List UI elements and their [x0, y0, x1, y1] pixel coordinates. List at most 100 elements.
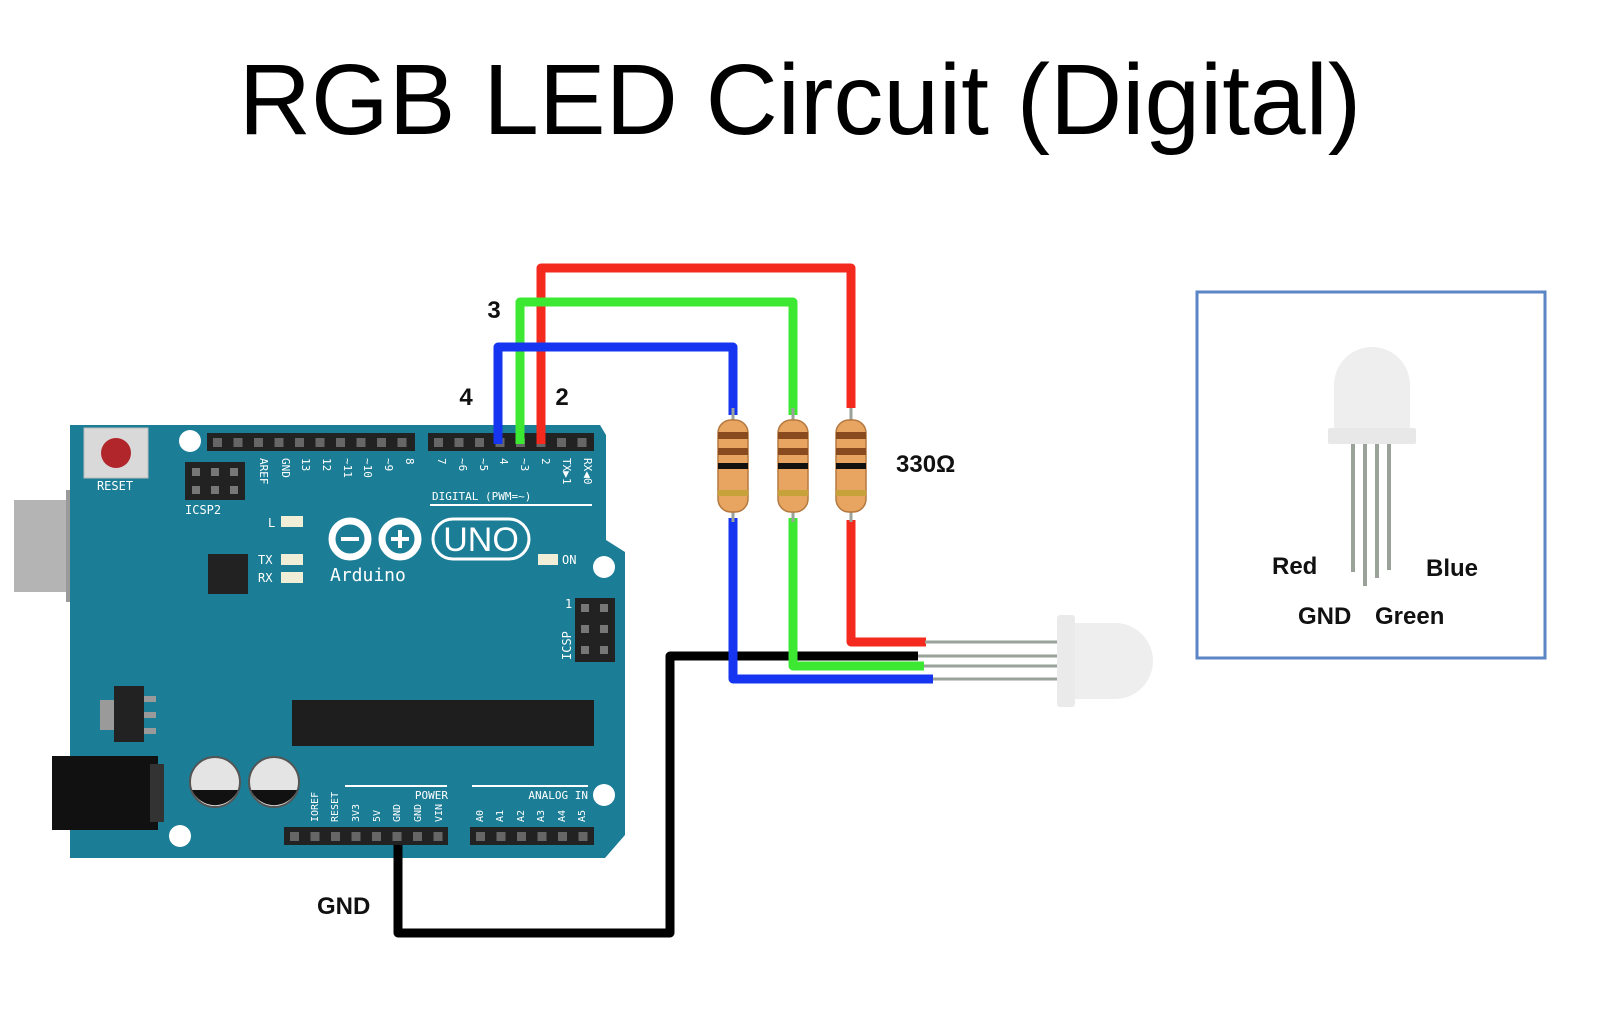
header-pin-hole: [331, 832, 340, 841]
analog-header-label: ANALOG IN: [528, 789, 588, 802]
on-label: ON: [562, 553, 576, 567]
header-pin-hole: [433, 832, 443, 841]
legend-red-label: Red: [1272, 553, 1317, 580]
power-pin-label: 3V3: [351, 804, 362, 822]
resistor-330-ohm: [777, 408, 809, 522]
header-pin-hole: [254, 438, 263, 447]
power-pin-label: GND: [413, 804, 424, 822]
icsp-pin1-label: 1: [565, 597, 572, 611]
analog-pin-label: A5: [577, 810, 588, 822]
header-pin-hole: [434, 438, 443, 447]
header-pin-hole: [413, 832, 422, 841]
power-pin-label: RESET: [330, 792, 341, 822]
analog-pin-label: A3: [536, 810, 547, 822]
rx-label: RX: [258, 571, 273, 585]
digital-header-label: DIGITAL (PWM=~): [432, 490, 531, 503]
header-pin-hole: [295, 438, 304, 447]
header-pin-hole: [290, 832, 299, 841]
legend-green-label: Green: [1375, 603, 1444, 630]
header-pin-hole: [517, 832, 526, 841]
pin-2-label: 2: [555, 384, 568, 411]
header-pin-hole: [558, 832, 567, 841]
header-pin-hole: [475, 438, 484, 447]
top-pin-label: ~5: [477, 458, 490, 471]
top-pin-label: 8: [403, 458, 416, 465]
mounting-hole: [593, 556, 615, 578]
header-pin-hole: [233, 438, 243, 447]
icsp-header: [575, 598, 615, 662]
green-wire-to-led: [788, 518, 924, 671]
header-pin-hole: [397, 438, 407, 447]
power-pin-label: VIN: [434, 804, 445, 822]
header-pin-hole: [372, 832, 381, 841]
voltage-regulator: [100, 686, 156, 742]
header-pin-hole: [377, 438, 386, 447]
top-pin-label: ~6: [456, 458, 469, 471]
header-pin-hole: [557, 438, 566, 447]
green-wire: [515, 297, 798, 444]
power-jack: [52, 756, 164, 830]
resistor-330-ohm: [717, 408, 749, 522]
top-pin-label: ~9: [382, 458, 395, 471]
icsp-label: ICSP: [560, 631, 574, 660]
reset-label: RESET: [97, 479, 133, 493]
gnd-wire-label: GND: [317, 893, 370, 920]
top-pin-label: 2: [539, 458, 552, 465]
top-pin-label: RX◀0: [581, 458, 594, 485]
blue-wire: [493, 342, 738, 444]
microcontroller-chip: [292, 700, 594, 746]
red-wire: [536, 263, 856, 444]
legend-blue-label: Blue: [1426, 555, 1478, 582]
page-title: RGB LED Circuit (Digital): [238, 44, 1362, 156]
header-pin-hole: [336, 438, 345, 447]
top-pin-label: ~10: [361, 458, 374, 478]
power-header-label: POWER: [415, 789, 448, 802]
analog-pin-label: A4: [557, 810, 568, 822]
digital-header-right: [428, 433, 594, 451]
led-pinout-legend: Red Blue GND Green: [1195, 290, 1547, 660]
led-l-label: L: [268, 516, 275, 530]
icsp2-label: ICSP2: [185, 503, 221, 517]
header-pin-hole: [351, 832, 361, 841]
header-pin-hole: [310, 832, 320, 841]
header-pin-hole: [274, 438, 284, 447]
power-pin-label: 5V: [372, 810, 383, 822]
header-pin-hole: [537, 832, 547, 841]
top-pin-label: 4: [497, 458, 510, 465]
mounting-hole: [179, 430, 201, 452]
top-pin-label: 12: [320, 458, 333, 471]
power-header: [284, 827, 448, 845]
top-pin-label: ~11: [341, 458, 354, 478]
tx-label: TX: [258, 553, 273, 567]
arduino-brand-label: Arduino: [330, 565, 406, 586]
rgb-led: [918, 615, 1153, 707]
legend-gnd-label: GND: [1298, 603, 1351, 630]
header-pin-hole: [578, 832, 588, 841]
header-pin-hole: [496, 832, 506, 841]
resistor-value-label: 330Ω: [896, 451, 955, 478]
capacitor: [248, 756, 300, 808]
header-pin-hole: [213, 438, 222, 447]
power-pin-label: GND: [392, 804, 403, 822]
arduino-logo: [328, 517, 531, 561]
analog-pin-label: A0: [475, 810, 486, 822]
uno-label: UNO: [443, 521, 519, 559]
top-pin-label: ~3: [518, 458, 531, 471]
header-pin-hole: [392, 832, 402, 841]
top-pin-label: TX▶1: [560, 458, 573, 485]
analog-header: [470, 827, 594, 845]
resistor-330-ohm: [835, 408, 867, 522]
top-pin-label: GND: [279, 458, 292, 478]
mounting-hole: [593, 784, 615, 806]
pin-3-label: 3: [487, 297, 500, 324]
header-pin-hole: [356, 438, 366, 447]
mounting-hole: [169, 825, 191, 847]
analog-pin-label: A1: [495, 810, 506, 822]
header-pin-hole: [454, 438, 464, 447]
top-pin-label: AREF: [257, 458, 270, 485]
top-pin-label: 13: [299, 458, 312, 471]
blue-wire-to-led: [728, 518, 933, 684]
pin-4-label: 4: [459, 384, 473, 411]
red-wire-to-led: [846, 520, 926, 647]
